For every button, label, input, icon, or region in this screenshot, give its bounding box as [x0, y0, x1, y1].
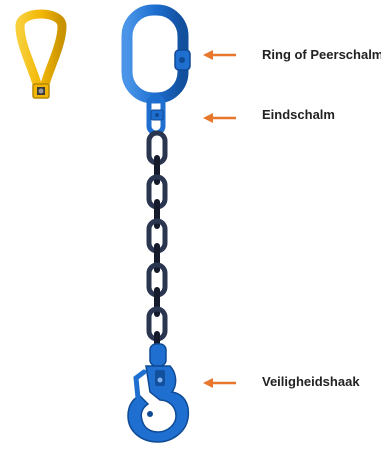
- label-ring: Ring of Peerschalm: [262, 47, 381, 62]
- chain-icon: [149, 133, 165, 361]
- pear-link-icon: [20, 14, 62, 98]
- arrow-ring: [203, 50, 236, 60]
- master-ring-icon: [127, 10, 190, 98]
- chain-link: [154, 287, 160, 317]
- safety-hook-icon: [128, 344, 188, 442]
- chain-link: [154, 199, 160, 229]
- arrow-hook: [203, 378, 236, 388]
- arrow-end-link: [203, 113, 236, 123]
- chain-link: [154, 155, 160, 185]
- label-end-link: Eindschalm: [262, 107, 335, 122]
- chain-link: [154, 243, 160, 273]
- label-safety-hook: Veiligheidshaak: [262, 374, 360, 389]
